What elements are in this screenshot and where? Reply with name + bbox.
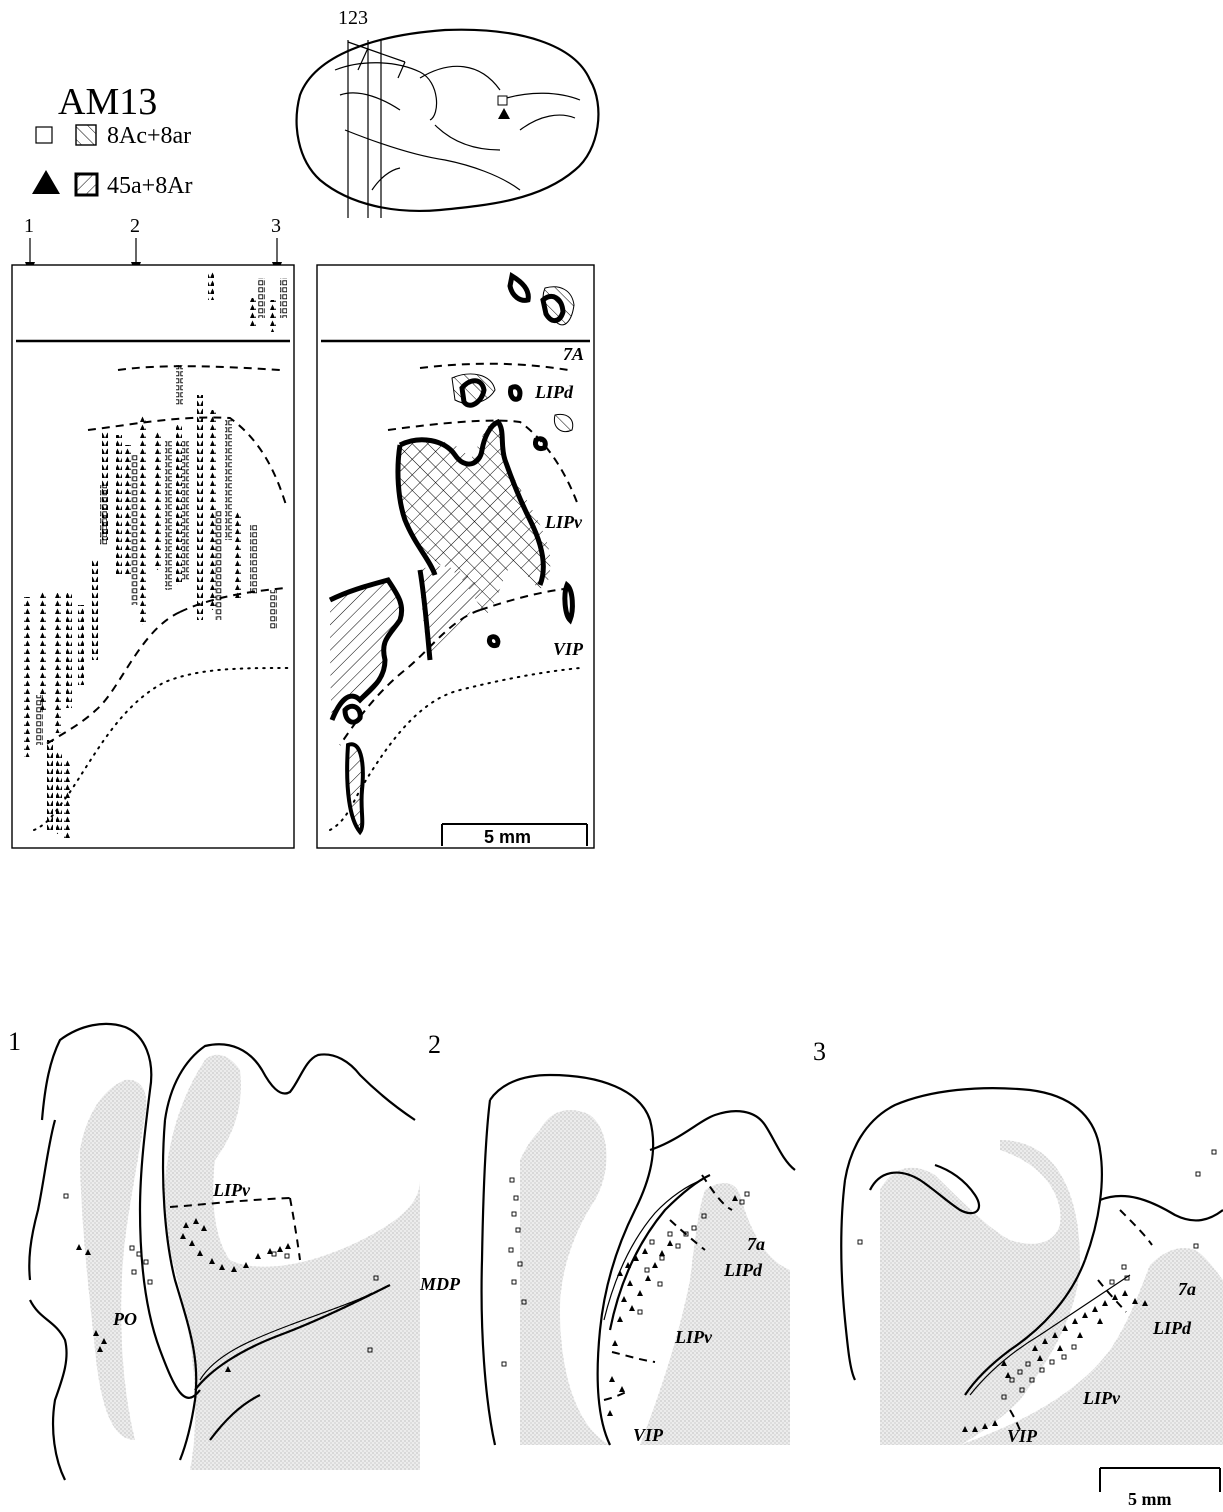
- scale-bar-bottom-label: 5 mm: [1128, 1489, 1172, 1509]
- scale-bar-bottom: 5 mm: [1100, 1468, 1220, 1509]
- section-2-label-7a: 7a: [747, 1234, 765, 1254]
- flatmap-label-7a: 7A: [563, 344, 584, 364]
- section-3-label-7a: 7a: [1178, 1279, 1196, 1299]
- section-3-label-vip: VIP: [1007, 1426, 1038, 1446]
- section-2-number: 2: [428, 1030, 441, 1059]
- section-3-label-lipd: LIPd: [1152, 1318, 1192, 1338]
- section-1: 1 LIPv: [8, 1024, 420, 1480]
- legend-label-45a-8ar: 45a+8Ar: [107, 173, 193, 199]
- section-2: 2: [419, 1030, 795, 1445]
- section-3-label-lipv: LIPv: [1082, 1388, 1121, 1408]
- legend-label-8ac-8ar: 8Ac+8ar: [107, 123, 191, 149]
- section-1-number: 1: [8, 1027, 21, 1056]
- arrow-label-3: 3: [271, 215, 281, 237]
- section-2-label-lipd: LIPd: [723, 1260, 763, 1280]
- open-square-icon: [36, 127, 52, 143]
- hatched-box-icon: [76, 125, 96, 145]
- section-1-label-lipv: LIPv: [212, 1180, 251, 1200]
- brain-lateral-sketch: 123: [297, 7, 599, 218]
- brain-sketch-numbers: 123: [338, 7, 368, 29]
- section-3-number: 3: [813, 1037, 826, 1066]
- flatmap-label-lipv: LIPv: [544, 512, 583, 532]
- legend: AM13 8Ac+8ar 45a+8Ar: [32, 81, 193, 199]
- arrow-label-1: 1: [24, 215, 34, 237]
- section-2-label-lipv: LIPv: [674, 1327, 713, 1347]
- arrow-label-2: 2: [130, 215, 140, 237]
- flatmap-label-lipd: LIPd: [534, 382, 574, 402]
- filled-triangle-icon: [32, 170, 60, 194]
- flat-map-panel: 7A LIPd LIPv VIP 5 mm: [317, 265, 594, 848]
- scale-bar-top-label: 5 mm: [484, 827, 531, 847]
- dot-map-panel: [12, 265, 294, 848]
- section-3: 3: [813, 1037, 1223, 1446]
- bold-hatched-box-icon: [76, 174, 97, 195]
- section-2-label-vip: VIP: [633, 1425, 664, 1445]
- flatmap-label-vip: VIP: [553, 639, 584, 659]
- section-1-label-po: PO: [112, 1309, 137, 1329]
- case-id: AM13: [58, 81, 157, 123]
- section-2-label-mdp: MDP: [419, 1274, 461, 1294]
